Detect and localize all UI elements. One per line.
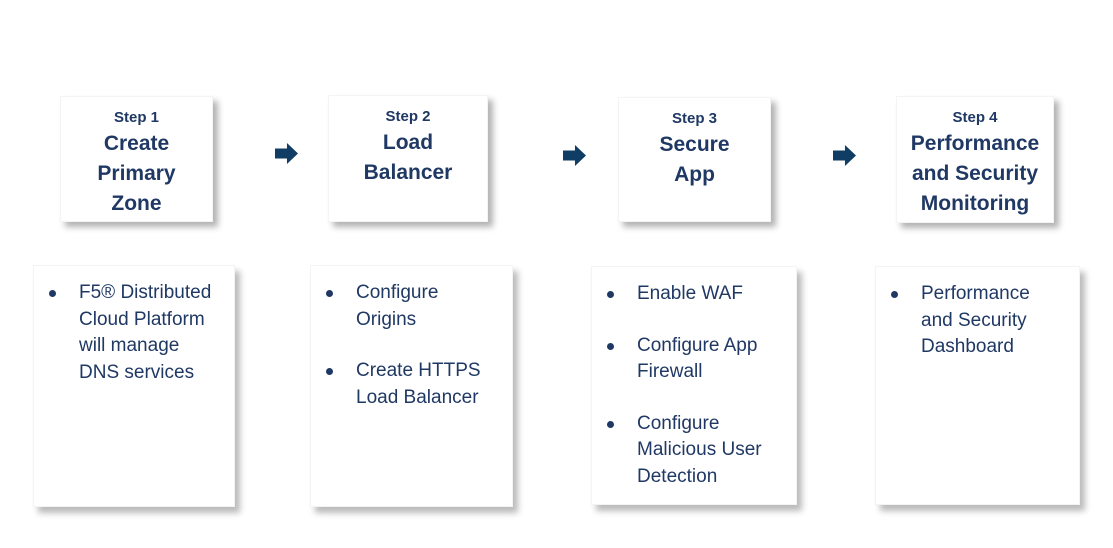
step-label-3: Step 3 bbox=[671, 110, 717, 127]
bullet-item: Create HTTPS Load Balancer bbox=[311, 358, 512, 411]
bullet-item: Configure App Firewall bbox=[592, 333, 796, 386]
step-card-1: Step 1 Create Primary Zone bbox=[60, 96, 213, 222]
step-title-1: Create Primary Zone bbox=[97, 132, 176, 215]
bullet-item: Configure Origins bbox=[311, 280, 512, 333]
step-card-4: Step 4 Performance and Security Monitori… bbox=[896, 96, 1054, 223]
bullet-item: F5® Distributed Cloud Platform will mana… bbox=[34, 280, 234, 386]
step-label-2: Step 2 bbox=[385, 108, 431, 125]
detail-card-2: Configure Origins Create HTTPS Load Bala… bbox=[310, 265, 513, 507]
step-label-4: Step 4 bbox=[952, 109, 998, 126]
bullet-list-3: Enable WAF Configure App Firewall Config… bbox=[592, 281, 796, 490]
bullet-list-2: Configure Origins Create HTTPS Load Bala… bbox=[311, 280, 512, 411]
step-title-3: Secure App bbox=[659, 133, 730, 186]
bullet-list-1: F5® Distributed Cloud Platform will mana… bbox=[34, 280, 234, 386]
bullet-item: Enable WAF bbox=[592, 281, 796, 308]
step-card-2: Step 2 Load Balancer bbox=[328, 95, 488, 222]
right-arrow-icon-3 bbox=[833, 145, 856, 166]
detail-card-1: F5® Distributed Cloud Platform will mana… bbox=[33, 265, 235, 507]
bullet-item: Performance and Security Dashboard bbox=[876, 281, 1079, 361]
step-title-2: Load Balancer bbox=[363, 131, 453, 184]
step-card-3: Step 3 Secure App bbox=[618, 97, 771, 222]
step-title-4: Performance and Security Monitoring bbox=[910, 132, 1040, 215]
right-arrow-icon-1 bbox=[275, 143, 298, 164]
step-label-1: Step 1 bbox=[113, 109, 159, 126]
detail-card-4: Performance and Security Dashboard bbox=[875, 266, 1080, 505]
detail-card-3: Enable WAF Configure App Firewall Config… bbox=[591, 266, 797, 505]
bullet-item: Configure Malicious User Detection bbox=[592, 411, 796, 491]
right-arrow-icon-2 bbox=[563, 145, 586, 166]
bullet-list-4: Performance and Security Dashboard bbox=[876, 281, 1079, 361]
